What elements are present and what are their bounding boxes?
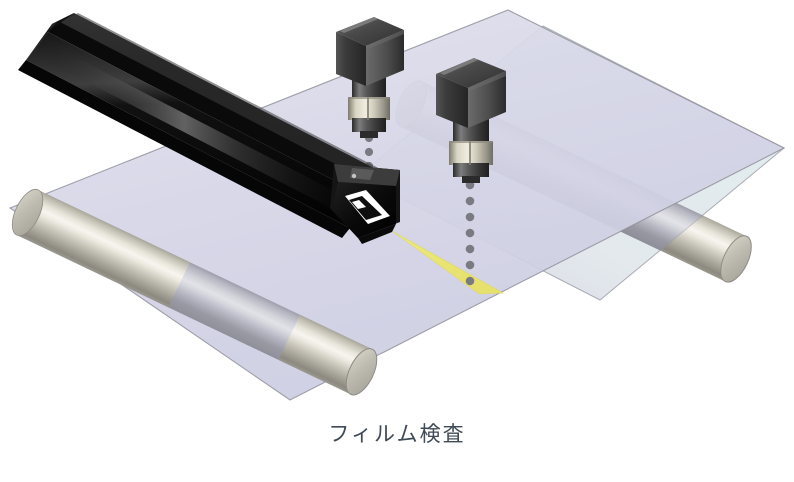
- camera-right: [436, 58, 506, 183]
- line-light-unit: [18, 13, 400, 244]
- camera-left: [336, 17, 404, 138]
- roller-front-left: [11, 188, 378, 396]
- camera-left-body: [336, 17, 404, 86]
- line-light-head: [330, 164, 400, 244]
- camera-right-body: [436, 58, 506, 128]
- camera-right-sight-line: [465, 180, 475, 286]
- figure-caption: フィルム検査: [328, 423, 466, 446]
